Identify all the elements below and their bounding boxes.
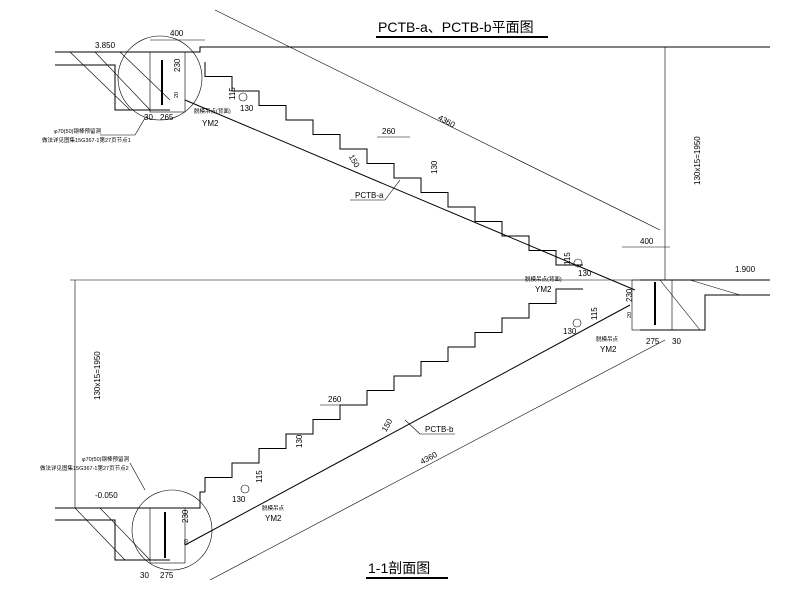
svg-text:400: 400 — [170, 29, 184, 38]
svg-text:230: 230 — [181, 509, 190, 523]
lower-landing: 130x15=1950 -0.050 φ70(50)钢棒预留洞 做法详见图集15… — [40, 280, 666, 581]
svg-text:115: 115 — [563, 252, 572, 265]
upper-flight-soffit — [184, 99, 636, 291]
upper-flight-steps — [204, 62, 583, 266]
svg-text:脱模吊点: 脱模吊点 — [262, 504, 285, 512]
svg-text:20: 20 — [184, 539, 190, 545]
svg-text:150: 150 — [380, 417, 395, 434]
svg-text:130x15=1950: 130x15=1950 — [93, 351, 102, 400]
svg-text:脱模吊点: 脱模吊点 — [596, 335, 619, 343]
svg-text:260: 260 — [328, 395, 342, 404]
svg-text:130: 130 — [563, 327, 577, 336]
svg-text:YM2: YM2 — [600, 345, 617, 354]
lower-flight-soffit — [184, 304, 631, 546]
svg-text:230: 230 — [173, 58, 182, 72]
length-dim-upper: 4360 — [436, 113, 456, 130]
elevation-lower: -0.050 — [95, 491, 118, 500]
svg-text:20: 20 — [627, 312, 633, 318]
svg-text:30: 30 — [144, 113, 153, 122]
label-pctb-a: PCTB-a — [355, 191, 384, 200]
elevation-upper: 3.850 — [95, 41, 116, 50]
svg-text:130: 130 — [295, 434, 304, 448]
svg-text:YM2: YM2 — [265, 514, 282, 523]
svg-text:YM2: YM2 — [535, 285, 552, 294]
svg-text:115: 115 — [590, 307, 599, 320]
svg-text:30: 30 — [140, 571, 149, 580]
svg-text:130: 130 — [430, 160, 439, 174]
plan-title: PCTB-a、PCTB-b平面图 — [378, 19, 534, 35]
svg-text:30: 30 — [672, 337, 681, 346]
svg-text:260: 260 — [382, 127, 396, 136]
svg-text:做法详见图集15G367-1第27页节点2: 做法详见图集15G367-1第27页节点2 — [40, 464, 129, 472]
svg-text:275: 275 — [646, 337, 660, 346]
lower-flight-steps — [204, 288, 583, 492]
svg-text:130x15=1950: 130x15=1950 — [693, 136, 702, 185]
svg-text:400: 400 — [640, 237, 654, 246]
svg-text:115: 115 — [255, 470, 264, 483]
svg-text:20: 20 — [174, 92, 180, 98]
svg-text:230: 230 — [625, 288, 634, 302]
svg-text:150: 150 — [347, 153, 362, 170]
upper-landing: 400 3.850 230 20 265 30 φ70(50)钢棒预留洞 做法详… — [42, 9, 770, 280]
section-title: 1-1剖面图 — [368, 560, 430, 576]
length-dim-lower: 4360 — [419, 450, 439, 467]
svg-text:φ70(50)钢棒预留洞: φ70(50)钢棒预留洞 — [82, 455, 129, 463]
svg-text:275: 275 — [160, 571, 174, 580]
svg-text:265: 265 — [160, 113, 174, 122]
label-pctb-b: PCTB-b — [425, 425, 454, 434]
svg-text:130: 130 — [232, 495, 246, 504]
middle-landing: 400 1.900 230 20 275 30 115 130 脱模吊点(背面)… — [70, 237, 770, 354]
detail-circle-1 — [117, 35, 203, 121]
svg-text:130: 130 — [240, 104, 254, 113]
svg-text:脱模吊点(背面): 脱模吊点(背面) — [525, 275, 562, 283]
svg-text:130: 130 — [578, 269, 592, 278]
svg-text:脱模吊点(背面): 脱模吊点(背面) — [194, 107, 231, 115]
elevation-middle: 1.900 — [735, 265, 756, 274]
svg-text:φ70(50)钢棒预留洞: φ70(50)钢棒预留洞 — [54, 127, 101, 135]
svg-text:115: 115 — [228, 87, 237, 100]
svg-text:YM2: YM2 — [202, 119, 219, 128]
svg-text:做法详见图集15G367-1第27页节点1: 做法详见图集15G367-1第27页节点1 — [42, 136, 131, 144]
